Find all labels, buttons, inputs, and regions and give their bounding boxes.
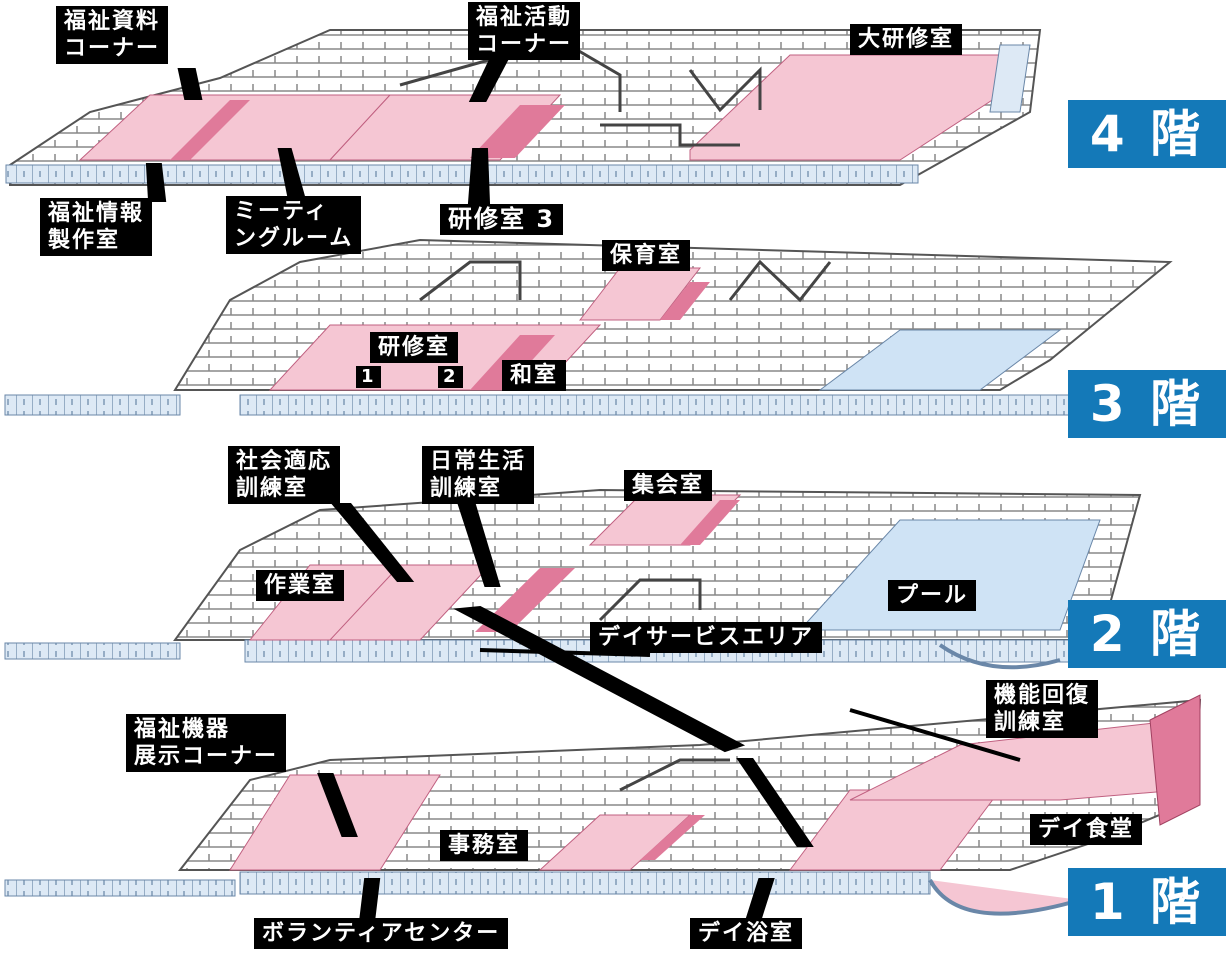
label-office: 事務室 xyxy=(440,830,529,861)
floor-1-plan xyxy=(4,694,1202,916)
floor-badge-3: 3 階 xyxy=(1068,370,1226,438)
label-day-service-area: デイサービスエリア xyxy=(590,622,823,653)
floor-badge-4: 4 階 xyxy=(1068,100,1226,168)
label-nursery-room: 保育室 xyxy=(602,240,691,271)
label-social-adaptation-training: 社会適応 訓練室 xyxy=(228,446,341,504)
label-daily-living-training: 日常生活 訓練室 xyxy=(422,446,535,504)
label-workshop-room: 作業室 xyxy=(256,570,345,601)
label-large-training-room: 大研修室 xyxy=(850,24,963,55)
leader-lines xyxy=(145,60,1021,932)
floor-badge-1: 1 階 xyxy=(1068,868,1226,936)
label-volunteer-center: ボランティアセンター xyxy=(254,918,509,949)
label-training-room-12: 研修室 xyxy=(370,332,459,363)
floor-4-plan xyxy=(5,29,1042,186)
floor-2-plan xyxy=(4,488,1156,670)
floor-3-plan xyxy=(4,238,1181,416)
label-training-room-2: 2 xyxy=(438,366,463,388)
label-training-room-1: 1 xyxy=(356,366,381,388)
label-training-room-3: 研修室 3 xyxy=(440,204,564,235)
label-day-dining-room: デイ食堂 xyxy=(1030,814,1143,845)
label-meeting-room: ミーティ ングルーム xyxy=(226,196,362,254)
label-japanese-room: 和室 xyxy=(502,360,567,391)
label-welfare-materials-corner: 福祉資料 コーナー xyxy=(56,6,169,64)
label-welfare-activity-corner: 福祉活動 コーナー xyxy=(468,2,581,60)
floor-badge-2: 2 階 xyxy=(1068,600,1226,668)
label-functional-recovery-training: 機能回復 訓練室 xyxy=(986,680,1099,738)
label-welfare-equipment-display: 福祉機器 展示コーナー xyxy=(126,714,287,772)
label-assembly-room: 集会室 xyxy=(624,470,713,501)
label-welfare-info-production: 福祉情報 製作室 xyxy=(40,198,153,256)
label-pool: プール xyxy=(888,580,977,611)
label-day-bath: デイ浴室 xyxy=(690,918,803,949)
